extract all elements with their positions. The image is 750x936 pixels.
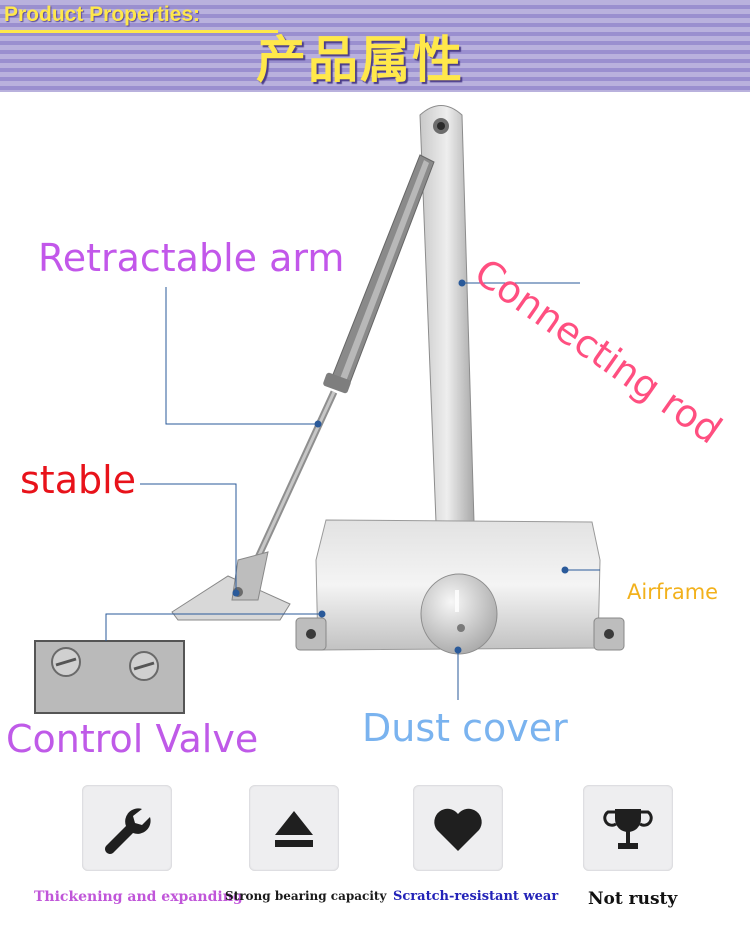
header-underline [0,30,278,33]
feature-tile-bearing [249,785,339,871]
caption-bearing: Strong bearing capacity [225,889,387,903]
label-airframe: Airframe [627,580,719,604]
wrench-icon [104,808,151,854]
label-retractable-arm: Retractable arm [38,236,345,280]
eject-triangle-icon [275,811,313,847]
dust-cover-dome [420,573,498,655]
feature-tile-scratch [413,785,503,871]
label-control-valve: Control Valve [6,717,259,761]
control-valve-inset [34,640,185,714]
header-title-zh: 产品属性 [256,31,464,89]
label-stable: stable [20,458,137,502]
feature-tile-thickening [82,785,172,871]
caption-thickening: Thickening and expanding [34,889,243,905]
door-closer-illustration [34,105,625,714]
caption-scratch: Scratch-resistant wear [393,889,559,904]
header-title-en: Product Properties: [4,3,201,26]
feature-tile-rust [583,785,673,871]
label-dust-cover: Dust cover [362,706,568,750]
header-banner: Product Properties: 产品属性 [0,0,750,92]
leader-lines [105,279,600,700]
connecting-rod [419,105,475,523]
heart-icon [434,808,482,851]
stable-bracket [171,551,291,621]
caption-rust: Not rusty [588,889,678,909]
trophy-icon [603,809,653,849]
